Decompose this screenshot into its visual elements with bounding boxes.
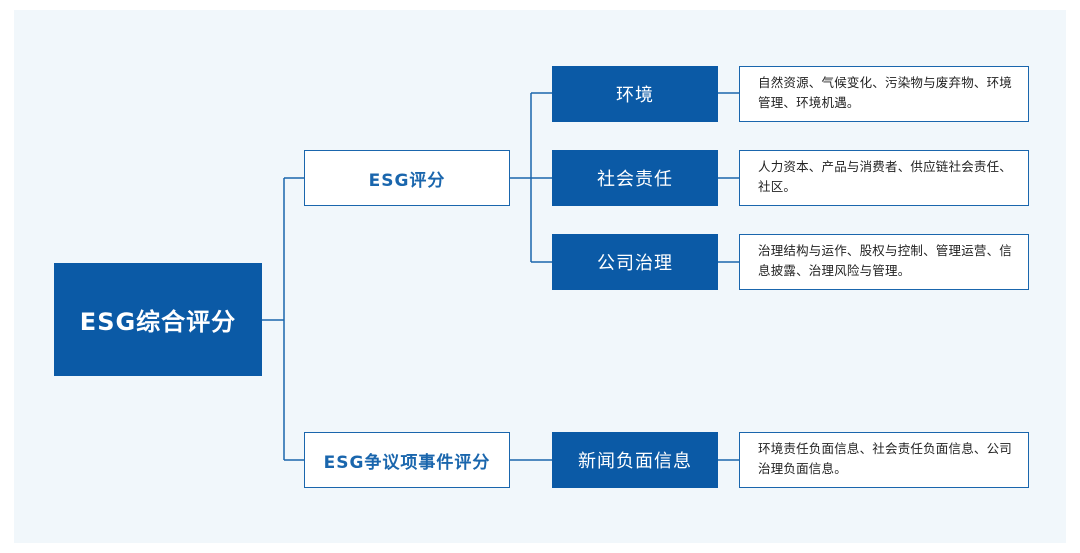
esg-score-node: ESG评分 <box>304 150 510 206</box>
environment-description: 自然资源、气候变化、污染物与废弃物、环境管理、环境机遇。 <box>739 66 1029 122</box>
negative-news-description: 环境责任负面信息、社会责任负面信息、公司治理负面信息。 <box>739 432 1029 488</box>
governance-description: 治理结构与运作、股权与控制、管理运营、信息披露、治理风险与管理。 <box>739 234 1029 290</box>
social-label: 社会责任 <box>597 169 673 190</box>
social-description: 人力资本、产品与消费者、供应链社会责任、社区。 <box>739 150 1029 206</box>
controversy-score-node: ESG争议项事件评分 <box>304 432 510 488</box>
environment-label: 环境 <box>616 85 654 106</box>
esg-score-label: ESG评分 <box>368 170 446 191</box>
controversy-score-label: ESG争议项事件评分 <box>323 452 491 473</box>
environment-node: 环境 <box>552 66 718 122</box>
root-label: ESG综合评分 <box>79 308 237 336</box>
negative-news-node: 新闻负面信息 <box>552 432 718 488</box>
governance-node: 公司治理 <box>552 234 718 290</box>
negative-news-label: 新闻负面信息 <box>578 451 692 472</box>
root-node: ESG综合评分 <box>54 263 262 376</box>
governance-label: 公司治理 <box>597 253 673 274</box>
social-node: 社会责任 <box>552 150 718 206</box>
